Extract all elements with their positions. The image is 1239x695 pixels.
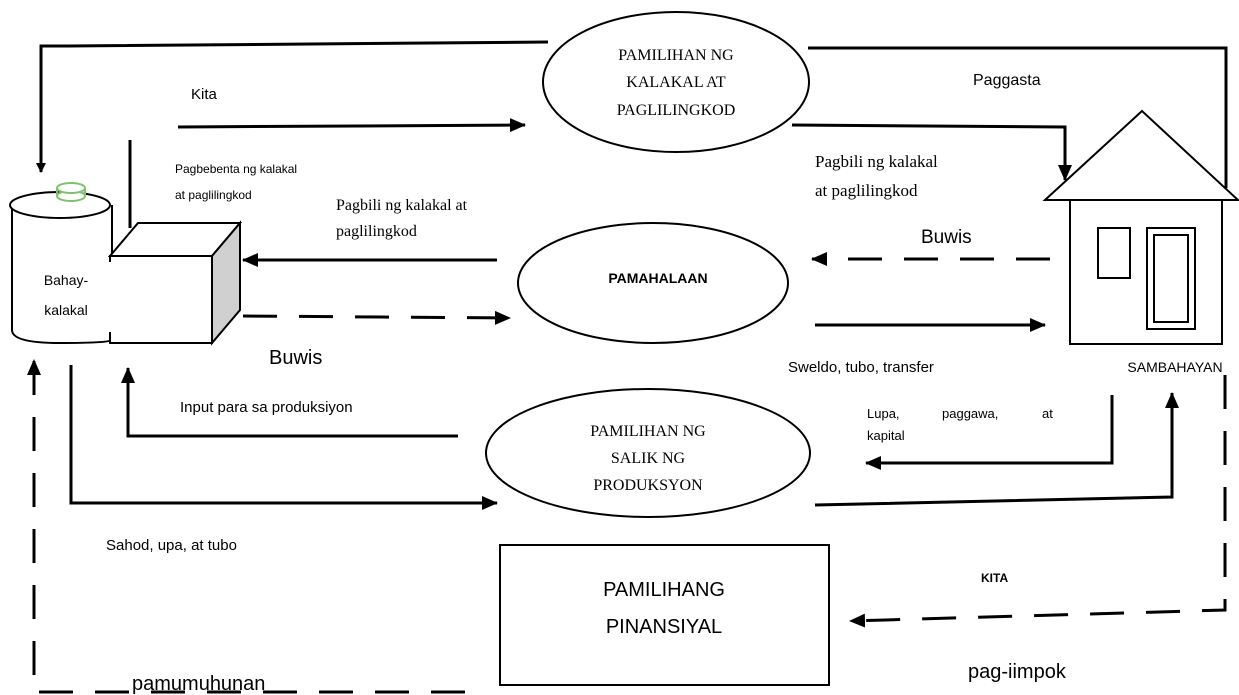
label-pagbili-left-line2: paglilingkod: [336, 223, 417, 240]
flow-market-goods-to-household-arrow: [791, 123, 1072, 181]
government-label: PAMAHALAAN: [608, 270, 707, 286]
financial-market-label-line1: PAMILIHANG: [603, 579, 725, 601]
box-side-face: [211, 220, 241, 346]
business-node: Bahay- kalakal: [9, 182, 243, 346]
flow-kita-to-business-arrow: [36, 40, 549, 173]
label-kita-top: Kita: [191, 86, 218, 103]
cylinder-cap-top-icon: [56, 182, 86, 194]
flow-business-buwis-arrow: [242, 310, 511, 325]
label-lupa-line2: kapital: [867, 428, 905, 443]
label-pag-iimpok: pag-iimpok: [968, 661, 1067, 683]
household-label: SAMBAHAYAN: [1127, 359, 1222, 375]
label-pagbili-right-line2: at paglilingkod: [815, 181, 918, 200]
market-goods-label-line3: PAGLILINGKOD: [617, 102, 736, 119]
market-factors-label-line3: PRODUKSYON: [593, 477, 703, 494]
flow-paggasta-line: [808, 46, 1228, 188]
market-factors-label-line1: PAMILIHAN NG: [590, 423, 706, 440]
label-pamumuhunan: pamumuhunan: [132, 673, 265, 695]
flow-business-to-market-goods-arrow: [177, 118, 526, 133]
label-pagbebenta-line1: Pagbebenta ng kalakal: [175, 162, 297, 176]
business-label-line2: kalakal: [44, 302, 88, 318]
label-buwis-left: Buwis: [269, 347, 322, 369]
flow-sahod-arrow: [69, 365, 498, 510]
flow-pamumuhunan-arrow: [27, 359, 465, 694]
label-pagbebenta-line2: at paglilingkod: [175, 188, 252, 202]
household-node: SAMBAHAYAN: [1042, 109, 1239, 375]
market-goods-label-line1: PAMILIHAN NG: [618, 47, 734, 64]
flow-factors-to-household-arrow: [814, 392, 1179, 507]
label-pagbili-right-line1: Pagbili ng kalakal: [815, 152, 938, 171]
label-sweldo: Sweldo, tubo, transfer: [788, 359, 934, 376]
label-lupa-word3: at: [1042, 406, 1053, 421]
label-lupa-word1: Lupa,: [867, 406, 900, 421]
label-kita-bottom: KITA: [981, 571, 1008, 585]
financial-market-node: PAMILIHANG PINANSIYAL: [499, 544, 830, 686]
label-lupa-word2: paggawa,: [942, 406, 998, 421]
market-factors-node: PAMILIHAN NG SALIK NG PRODUKSYON: [485, 388, 811, 518]
flow-input-arrow: [121, 367, 458, 438]
label-sahod: Sahod, upa, at tubo: [106, 537, 237, 554]
label-paggasta: Paggasta: [973, 72, 1041, 89]
label-input: Input para sa produksiyon: [180, 399, 353, 416]
business-label-line1: Bahay-: [44, 272, 89, 288]
market-goods-label-line2: KALAKAL AT: [626, 74, 726, 91]
label-buwis-right: Buwis: [921, 227, 972, 248]
market-goods-node: PAMILIHAN NG KALAKAL AT PAGLILINGKOD: [542, 11, 810, 153]
market-factors-label-line2: SALIK NG: [611, 450, 686, 467]
flow-lupa-arrow: [865, 395, 1114, 470]
flow-pag-iimpok-arrow: [849, 375, 1227, 628]
financial-market-label-line2: PINANSIYAL: [606, 616, 722, 638]
government-node: PAMAHALAAN: [517, 222, 789, 344]
label-pagbili-left-line1: Pagbili ng kalakal at: [336, 197, 468, 214]
